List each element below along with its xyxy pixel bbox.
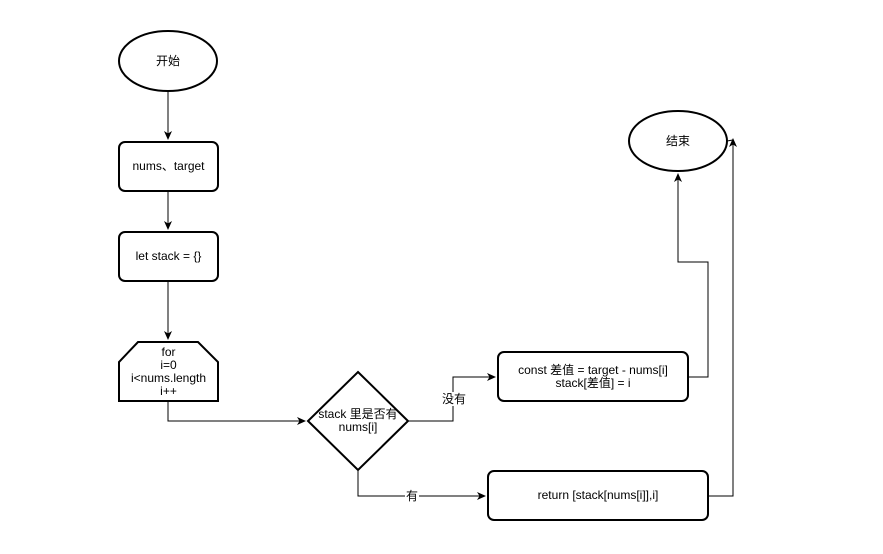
edge-loop-to-decision: [167, 401, 306, 425]
loop-line-2: i=0: [160, 357, 177, 372]
edge-return-to-end: [708, 139, 734, 497]
edge-compute-to-end: [674, 173, 709, 378]
decision-line-2: nums[i]: [338, 420, 378, 434]
loop-line-3: i<nums.length: [130, 370, 207, 385]
loop-line-4: i++: [160, 383, 177, 398]
edge-label-no: 没有: [441, 392, 468, 406]
compute-node-label: const 差值 = target - nums[i] stack[差值] = …: [498, 352, 688, 401]
input-node-label: nums、target: [132, 159, 205, 173]
edge-decision-to-return: [357, 470, 486, 500]
start-node-label: 开始: [155, 53, 180, 68]
loop-line-1: for: [161, 344, 176, 359]
edge-label-yes: 有: [405, 489, 420, 503]
decision-line-1: stack 里是否有: [318, 407, 398, 421]
loop-node-shape: [118, 341, 219, 402]
init-stack-node-label: let stack = {}: [135, 249, 202, 263]
compute-line-2: stack[差值] = i: [555, 375, 631, 390]
end-node-label: 结束: [665, 133, 690, 148]
loop-node-label: for i=0 i<nums.length i++: [119, 342, 218, 401]
return-node-label: return [stack[nums[i]],i]: [537, 488, 659, 502]
decision-node-label: stack 里是否有 nums[i]: [298, 401, 418, 441]
compute-line-1: const 差值 = target - nums[i]: [518, 362, 668, 377]
